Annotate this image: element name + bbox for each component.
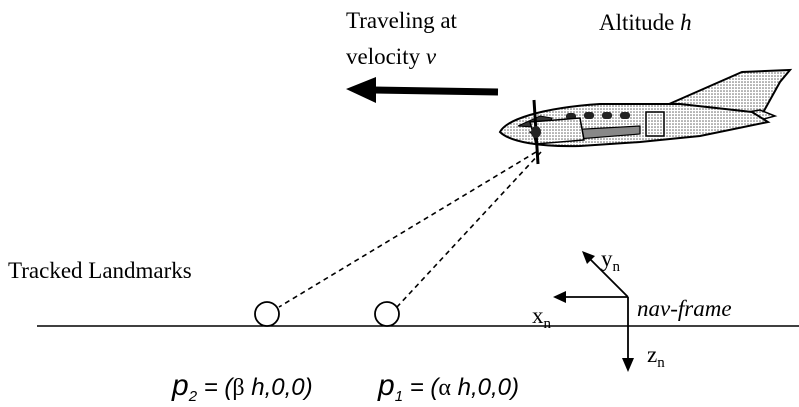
p1-eq: = ( [403,374,441,401]
velocity-label-line2: velocity v [346,44,437,69]
altitude-label-prefix: Altitude [599,10,680,35]
sight-line-p2 [278,151,537,308]
velocity-variable: v [426,44,437,69]
x-axis-label: xn [532,303,552,332]
landmark-p2-marker [254,301,280,327]
y-axis-line [589,258,629,298]
velocity-arrow [346,77,499,103]
altitude-variable: h [680,10,692,35]
velocity-label-line1: Traveling at [346,8,458,33]
nav-frame-label: nav-frame [637,296,732,321]
p1-symbol: p [377,369,395,402]
altitude-label: Altitude h [599,10,692,35]
p1-rest: h,0,0) [451,374,519,401]
p2-eq: = ( [197,374,235,401]
y-axis-sub: n [613,259,621,275]
z-axis-label: zn [647,342,665,371]
p1-sub: 1 [395,388,403,405]
x-axis-sub: n [544,316,552,332]
sight-lines [278,151,542,308]
p2-equation: p2 = (β h,0,0) [171,369,313,405]
landmark-p1-marker [374,301,400,327]
z-axis-base: z [647,342,657,367]
airplane-icon [498,68,793,165]
nav-frame-axes [553,251,634,372]
z-axis-sub: n [657,355,665,371]
p2-rest: h,0,0) [245,374,313,401]
tracked-landmarks-label: Tracked Landmarks [8,258,192,283]
p2-sub: 2 [188,388,198,405]
p2-symbol: p [171,369,189,402]
velocity-label-prefix: velocity [346,44,426,69]
p1-coef: α [438,375,451,401]
y-axis-base: y [601,246,613,271]
sight-line-p1 [396,151,542,308]
y-axis-label: yn [601,246,621,275]
x-axis-base: x [532,303,544,328]
p2-coef: β [232,375,244,401]
p1-equation: p1 = (α h,0,0) [377,369,519,405]
